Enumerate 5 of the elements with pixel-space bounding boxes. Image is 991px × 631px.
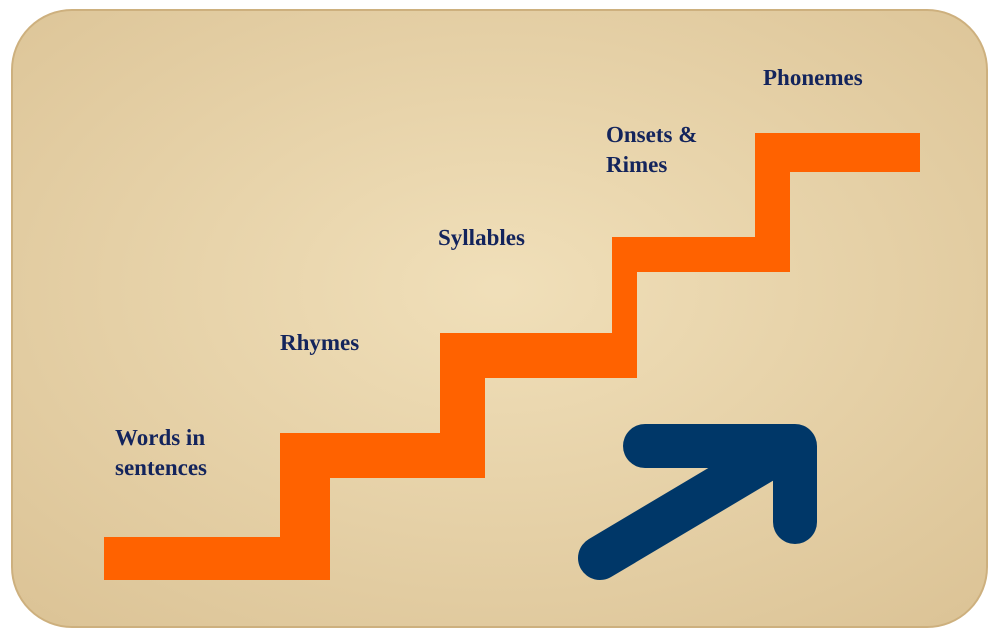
step-label: Onsets & Rimes (606, 121, 698, 179)
step-label: Rhymes (280, 329, 360, 357)
step-label: Words in sentences (115, 424, 208, 482)
step-label: Phonemes (763, 64, 864, 92)
step-label: Syllables (438, 224, 526, 252)
